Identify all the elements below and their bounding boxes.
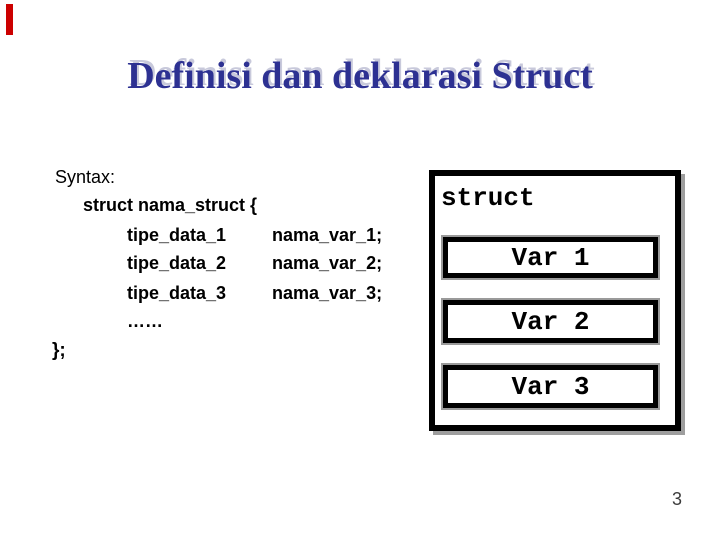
page-number: 3 [672,489,683,509]
member-name: nama_var_2; [272,253,383,273]
struct-declaration-close: }; [52,340,66,361]
struct-diagram-label: struct [441,183,535,213]
struct-member-row: tipe_data_2 nama_var_2; [127,252,382,274]
syntax-label: Syntax: [55,167,116,187]
accent-bar [6,4,13,35]
member-type: tipe_data_1 [127,225,227,245]
struct-diagram-box: struct Var 1 Var 2 Var 3 [429,170,681,431]
var1-label: Var 1 [511,242,590,273]
var2-box: Var 2 [441,298,660,345]
slide-title: Definisi dan deklarasi Struct [127,55,593,97]
var2-label: Var 2 [511,306,590,337]
member-type: tipe_data_2 [127,253,227,273]
var3-label: Var 3 [511,371,590,402]
var3-box: Var 3 [441,363,660,410]
var1-box: Var 1 [441,235,660,280]
member-name: nama_var_1; [272,225,383,245]
struct-declaration-open: struct nama_struct { [83,195,258,215]
member-type: tipe_data_3 [127,283,227,303]
struct-member-row: tipe_data_3 nama_var_3; [127,282,382,304]
member-name: nama_var_3; [272,283,383,303]
ellipsis-line: …… [127,311,163,331]
struct-member-row: tipe_data_1 nama_var_1; [127,224,382,246]
